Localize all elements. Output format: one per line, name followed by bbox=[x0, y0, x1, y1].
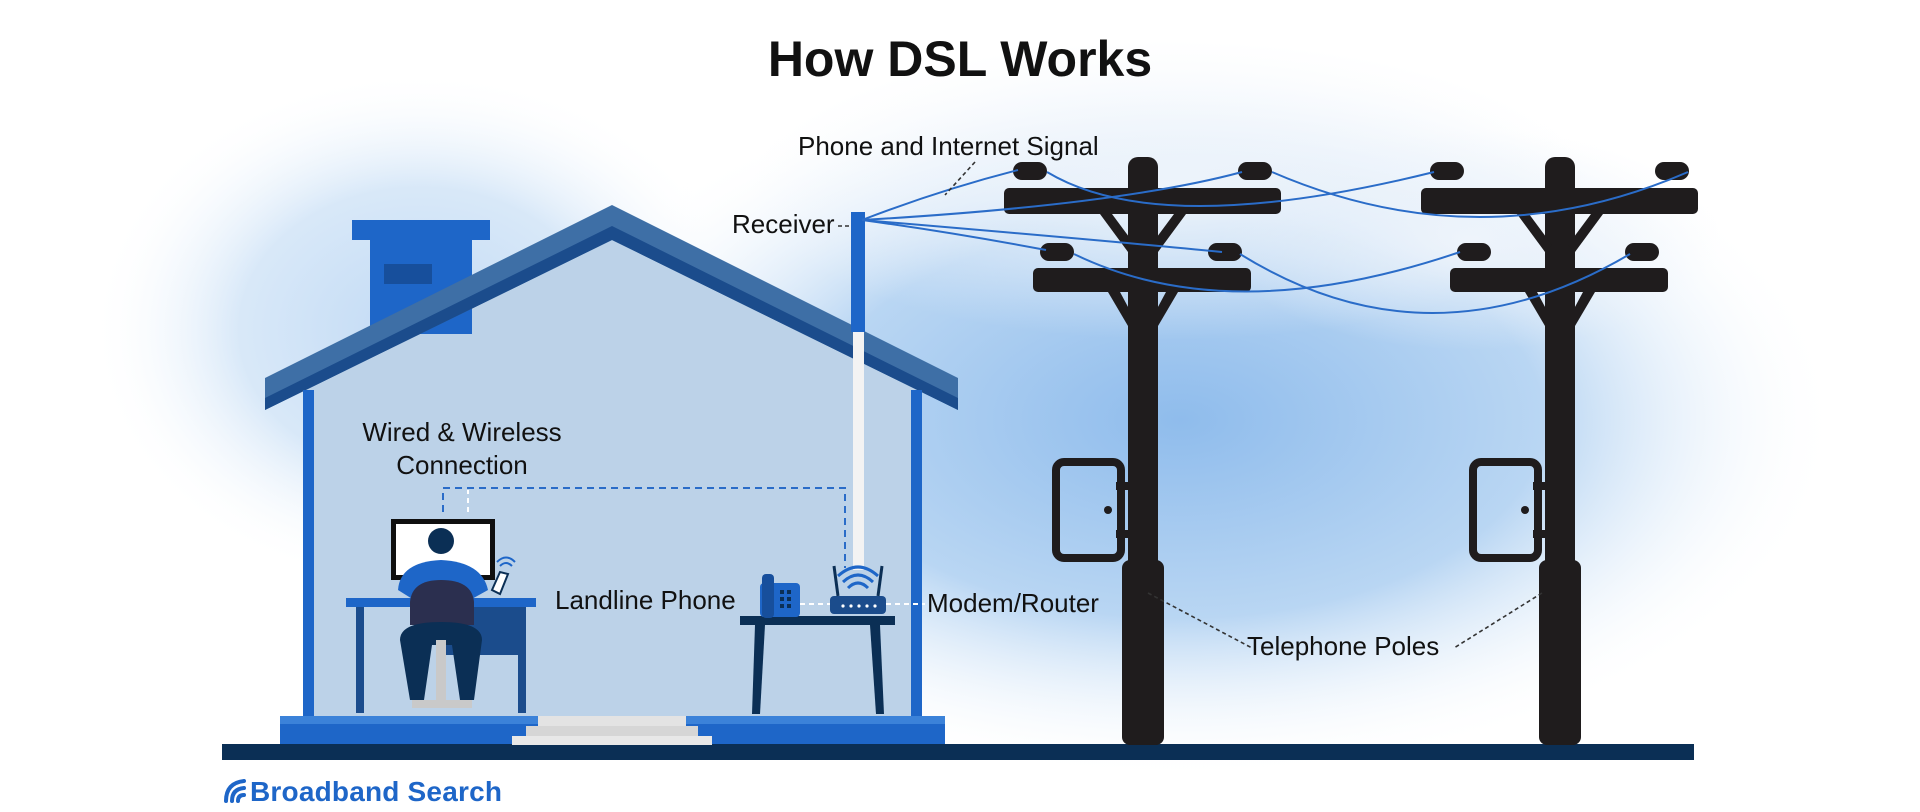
receiver-mast bbox=[851, 212, 865, 332]
smartphone-icon bbox=[490, 556, 516, 596]
modem-router-label: Modem/Router bbox=[927, 588, 1099, 618]
landline-phone-label: Landline Phone bbox=[555, 585, 736, 615]
connection-label: Wired & Wireless Connection bbox=[362, 417, 562, 480]
landline-phone-icon bbox=[760, 574, 800, 618]
person-at-computer bbox=[398, 528, 488, 708]
signal-arcs-icon bbox=[224, 779, 246, 803]
side-table bbox=[740, 565, 895, 714]
diagram-title: How DSL Works bbox=[767, 31, 1153, 87]
indoor-cable bbox=[853, 325, 864, 570]
desk-workstation bbox=[346, 519, 536, 713]
junction-box-right bbox=[1469, 458, 1547, 562]
telephone-pole-left bbox=[1004, 157, 1281, 745]
signal-label: Phone and Internet Signal bbox=[798, 131, 1099, 161]
ground-line bbox=[222, 744, 1694, 760]
modem-router-icon bbox=[830, 565, 886, 614]
signal-wires bbox=[861, 169, 1689, 314]
connection-lines bbox=[442, 487, 925, 605]
entry-steps bbox=[512, 716, 712, 745]
brand-logo: Broadband Search bbox=[222, 776, 502, 812]
junction-box-left bbox=[1052, 458, 1130, 562]
brand-name: Broadband Search bbox=[250, 776, 503, 807]
telephone-pole-right bbox=[1421, 157, 1698, 745]
receiver-label: Receiver bbox=[732, 209, 835, 239]
telephone-poles-label: Telephone Poles bbox=[1247, 631, 1440, 661]
left-wall bbox=[303, 390, 314, 720]
label-leaders bbox=[838, 161, 1543, 649]
right-wall bbox=[911, 390, 922, 720]
